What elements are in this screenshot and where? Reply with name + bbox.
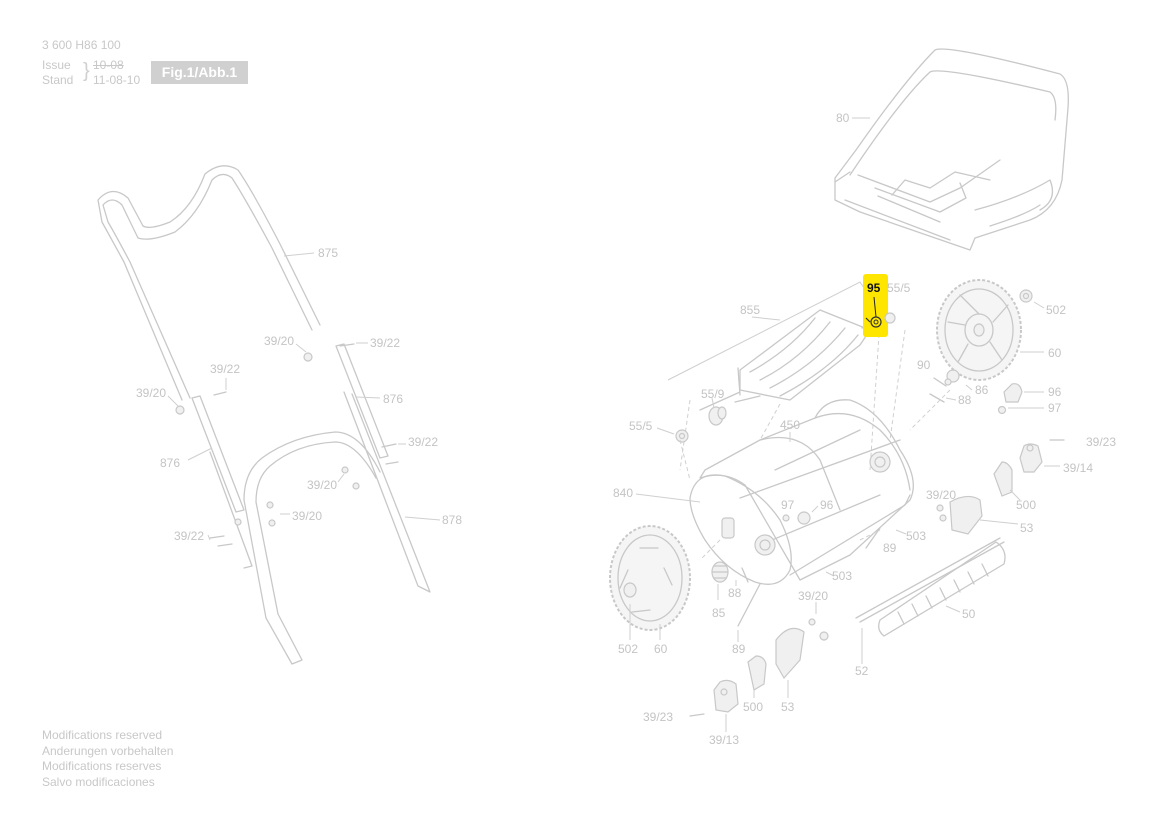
callout: 60 bbox=[654, 642, 668, 656]
handle-fasteners bbox=[167, 342, 406, 547]
callout: 86 bbox=[975, 383, 989, 397]
handle-upper-875 bbox=[97, 165, 321, 401]
callout: 39/22 bbox=[174, 529, 204, 543]
callout: 503 bbox=[832, 569, 852, 583]
brackets-right bbox=[936, 439, 1065, 535]
callout: 855 bbox=[740, 303, 760, 317]
callout: 53 bbox=[781, 700, 795, 714]
callout: 88 bbox=[728, 586, 742, 600]
footer-line: Anderungen vorbehalten bbox=[42, 743, 174, 758]
callouts: 875 39/20 39/22 39/22 39/20 876 876 39/2… bbox=[136, 111, 1116, 747]
callout: 500 bbox=[743, 700, 763, 714]
callout: 39/20 bbox=[307, 478, 337, 492]
callout: 96 bbox=[1048, 385, 1062, 399]
drive-parts-left bbox=[711, 505, 907, 642]
footer-line: Salvo modificaciones bbox=[42, 774, 155, 789]
stand-date: 11-08-10 bbox=[93, 73, 141, 87]
callout: 96 bbox=[820, 498, 834, 512]
issue-label: Issue bbox=[42, 58, 71, 72]
callout: 39/20 bbox=[264, 334, 294, 348]
callout: 500 bbox=[1016, 498, 1036, 512]
callout: 502 bbox=[618, 642, 638, 656]
wheel-right-60 bbox=[936, 279, 1044, 381]
callout: 39/22 bbox=[210, 362, 240, 376]
part-number: 3 600 H86 100 bbox=[42, 38, 121, 52]
callout: 450 bbox=[780, 418, 800, 432]
callout: 39/23 bbox=[643, 710, 673, 724]
figure-label: Fig.1/Abb.1 bbox=[151, 61, 248, 84]
handle-middle-876 bbox=[187, 343, 389, 569]
wheel-left-60 bbox=[609, 525, 691, 640]
date-brace: } bbox=[83, 60, 90, 82]
callout: 39/22 bbox=[408, 435, 438, 449]
callout: 875 bbox=[318, 246, 338, 260]
callout: 503 bbox=[906, 529, 926, 543]
callout: 840 bbox=[613, 486, 633, 500]
callout: 89 bbox=[883, 541, 897, 555]
callout: 97 bbox=[1048, 401, 1062, 415]
callout: 39/23 bbox=[1086, 435, 1116, 449]
callout: 60 bbox=[1048, 346, 1062, 360]
callout: 876 bbox=[383, 392, 403, 406]
roller-50 bbox=[855, 537, 1006, 664]
callout: 53 bbox=[1020, 521, 1034, 535]
footer-line: Modifications reserves bbox=[42, 759, 162, 773]
footer-line: Modifications reserved bbox=[42, 728, 163, 742]
callout: 39/13 bbox=[709, 733, 739, 747]
callout: 876 bbox=[160, 456, 180, 470]
drive-parts-right bbox=[929, 369, 1044, 415]
callout: 97 bbox=[781, 498, 795, 512]
highlight-95: 95 bbox=[863, 274, 896, 337]
callout: 89 bbox=[732, 642, 746, 656]
callout: 39/20 bbox=[798, 589, 828, 603]
callout: 39/20 bbox=[136, 386, 166, 400]
callout: 39/20 bbox=[292, 509, 322, 523]
bearing-parts bbox=[656, 289, 1045, 443]
callout: 50 bbox=[962, 607, 976, 621]
callout: 55/5 bbox=[629, 419, 653, 433]
callout: 39/22 bbox=[370, 336, 400, 350]
mower-housing bbox=[635, 399, 914, 585]
stand-label: Stand bbox=[42, 73, 74, 87]
callout: 52 bbox=[855, 664, 869, 678]
callout: 90 bbox=[917, 358, 931, 372]
callout: 55/5 bbox=[887, 281, 911, 295]
callout: 878 bbox=[442, 513, 462, 527]
issue-date: 10-08 bbox=[93, 58, 124, 72]
callout: 39/14 bbox=[1063, 461, 1093, 475]
highlight-label: 95 bbox=[867, 281, 881, 295]
callout: 502 bbox=[1046, 303, 1066, 317]
callout: 85 bbox=[712, 606, 726, 620]
brackets-bottom bbox=[689, 627, 805, 732]
grass-box-80 bbox=[834, 48, 1069, 251]
callout: 80 bbox=[836, 111, 850, 125]
footer-notes: Modifications reserved Anderungen vorbeh… bbox=[42, 728, 173, 790]
callout: 55/9 bbox=[701, 387, 725, 401]
handle-lower-878 bbox=[243, 391, 441, 665]
callout: 39/20 bbox=[926, 488, 956, 502]
callout: 88 bbox=[958, 393, 972, 407]
